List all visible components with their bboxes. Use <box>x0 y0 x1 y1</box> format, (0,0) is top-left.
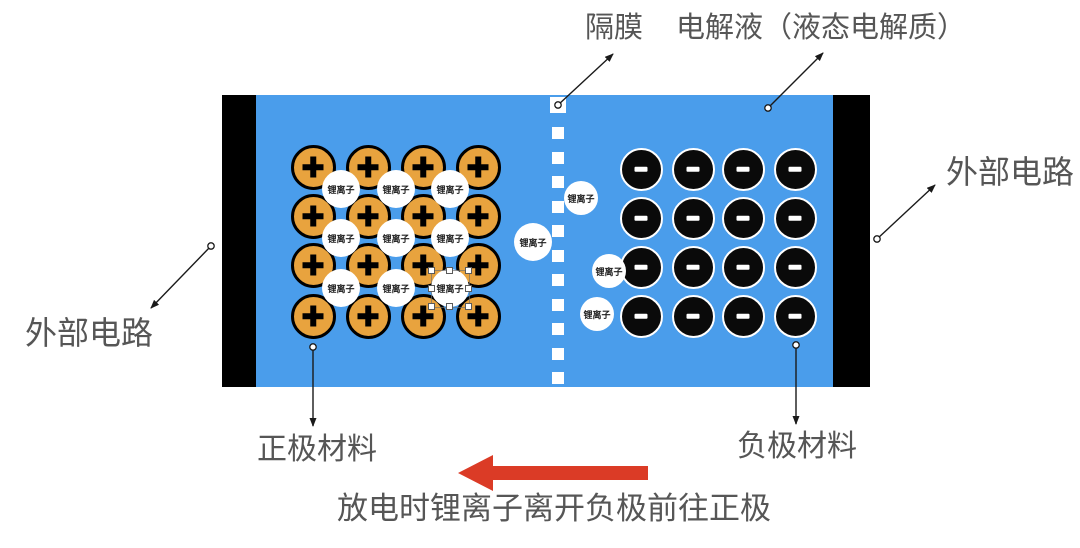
lithium-ion: 锂离子 <box>514 223 552 261</box>
lithium-ion-text: 锂离子 <box>583 309 611 320</box>
lithium-ion: 锂离子 <box>564 181 598 215</box>
lithium-ion: 锂离子 <box>431 219 469 257</box>
lithium-ion: 锂离子 <box>377 269 415 307</box>
anode-particle <box>619 294 663 338</box>
selection-resize-handle[interactable] <box>427 266 435 274</box>
external-circuit-left-connector-endpoint <box>207 242 215 250</box>
separator-dash <box>552 201 564 213</box>
lithium-ion-text: 锂离子 <box>382 233 410 244</box>
anode-particle <box>671 245 715 289</box>
separator-dash <box>552 348 564 360</box>
cathode-material-label: 正极材料 <box>257 433 377 466</box>
minus-icon <box>622 248 661 287</box>
minus-icon <box>674 248 713 287</box>
anode-particle <box>721 147 765 191</box>
lithium-ion-text: 锂离子 <box>327 233 355 244</box>
lithium-ion: 锂离子 <box>322 219 360 257</box>
external-circuit-left-connector <box>150 245 212 309</box>
lithium-ion-text: 锂离子 <box>382 184 410 195</box>
anode-particle <box>671 147 715 191</box>
separator-dash <box>552 225 564 237</box>
anode-particle <box>773 294 817 338</box>
lithium-ion: 锂离子 <box>322 170 360 208</box>
selection-resize-handle[interactable] <box>464 302 472 310</box>
plus-icon <box>349 297 388 336</box>
plus-icon <box>294 297 333 336</box>
lithium-ion-text: 锂离子 <box>382 283 410 294</box>
minus-icon <box>724 150 763 189</box>
lithium-ion-text: 锂离子 <box>436 184 464 195</box>
minus-icon <box>622 199 661 238</box>
lithium-ion-text: 锂离子 <box>436 283 464 294</box>
minus-icon <box>724 248 763 287</box>
minus-icon <box>622 150 661 189</box>
anode-particle <box>671 196 715 240</box>
electrolyte-label: 电解液（液态电解质） <box>676 12 967 44</box>
minus-icon <box>776 199 815 238</box>
selection-resize-handle[interactable] <box>427 284 435 292</box>
external-circuit-right-connector <box>876 184 936 240</box>
minus-icon <box>776 248 815 287</box>
lithium-ion: 锂离子 <box>377 219 415 257</box>
anode-particle <box>773 147 817 191</box>
lithium-ion: 锂离子 <box>580 297 614 331</box>
selection-resize-handle[interactable] <box>464 266 472 274</box>
separator-dash <box>552 299 564 311</box>
minus-icon <box>622 297 661 336</box>
selection-resize-handle[interactable] <box>446 266 453 274</box>
separator-dash <box>552 372 564 384</box>
separator-dash <box>552 127 564 139</box>
selection-resize-handle[interactable] <box>464 284 472 292</box>
anode-particle <box>619 245 663 289</box>
lithium-ion-selected[interactable]: 锂离子 <box>431 269 469 307</box>
minus-icon <box>776 297 815 336</box>
selection-resize-handle[interactable] <box>446 302 453 310</box>
lithium-ion-text: 锂离子 <box>595 266 623 277</box>
minus-icon <box>674 297 713 336</box>
separator-dash <box>552 152 564 164</box>
discharge-caption: 放电时锂离子离开负极前往正极 <box>337 491 771 526</box>
anode-particle <box>721 196 765 240</box>
separator-dash <box>550 97 566 113</box>
external-circuit-right-connector-endpoint <box>873 235 881 243</box>
anode-particle <box>773 196 817 240</box>
lithium-ion: 锂离子 <box>322 269 360 307</box>
minus-icon <box>674 150 713 189</box>
lithium-ion: 锂离子 <box>431 170 469 208</box>
lithium-ion: 锂离子 <box>592 254 626 288</box>
minus-icon <box>724 297 763 336</box>
lithium-ion-text: 锂离子 <box>327 283 355 294</box>
anode-particle <box>773 245 817 289</box>
separator-label: 隔膜 <box>585 12 644 44</box>
lithium-ion-text: 锂离子 <box>327 184 355 195</box>
anode-material-label: 负极材料 <box>737 430 857 463</box>
separator-dash <box>552 176 564 188</box>
anode-particle <box>721 294 765 338</box>
anode-particle <box>619 147 663 191</box>
separator-dash <box>552 274 564 286</box>
right-electrode-bar <box>833 95 870 387</box>
anode-particle <box>671 294 715 338</box>
anode-particle <box>721 245 765 289</box>
external-circuit-left-label: 外部电路 <box>25 315 154 351</box>
minus-icon <box>776 150 815 189</box>
external-circuit-right-label: 外部电路 <box>946 154 1075 190</box>
selection-resize-handle[interactable] <box>427 302 435 310</box>
lithium-ion: 锂离子 <box>377 170 415 208</box>
lithium-ion-text: 锂离子 <box>436 233 464 244</box>
separator-dash <box>552 323 564 335</box>
minus-icon <box>724 199 763 238</box>
anode-particle <box>619 196 663 240</box>
separator-dash <box>552 250 564 262</box>
lithium-ion-text: 锂离子 <box>519 237 547 248</box>
discharge-direction-arrow <box>458 455 648 491</box>
left-electrode-bar <box>222 95 256 387</box>
minus-icon <box>674 199 713 238</box>
lithium-ion-text: 锂离子 <box>567 193 595 204</box>
